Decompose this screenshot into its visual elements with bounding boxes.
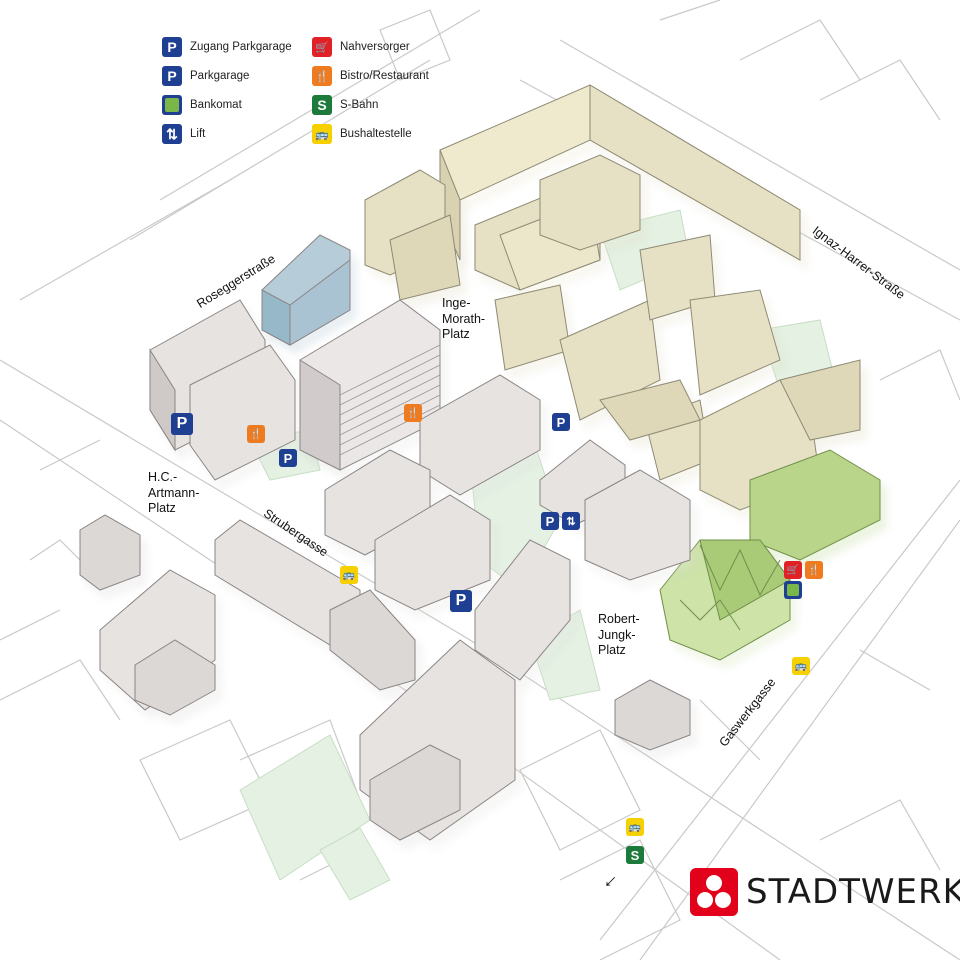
- parking-access-icon[interactable]: P: [541, 512, 559, 530]
- atm-icon[interactable]: [784, 581, 802, 599]
- legend-item-s-bahn: S S-Bahn: [312, 94, 378, 116]
- place-label-robert-jungk-platz: Robert- Jungk- Platz: [598, 612, 640, 658]
- stadtwerk-logo-mark-icon: [690, 868, 738, 916]
- parking-icon[interactable]: P: [171, 413, 193, 435]
- legend-item-bus: 🚌 Bushaltestelle: [312, 123, 412, 145]
- place-label-inge-morath-platz: Inge- Morath- Platz: [442, 296, 486, 342]
- bus-stop-icon[interactable]: 🚌: [626, 818, 644, 836]
- stadtwerk-logo-text: STADTWERK: [746, 872, 960, 912]
- restaurant-icon[interactable]: 🍴: [805, 561, 823, 579]
- parking-icon[interactable]: P: [450, 590, 472, 612]
- map-legend: P Zugang Parkgarage P Parkgarage Bankoma…: [162, 36, 462, 156]
- building-green: [659, 449, 881, 661]
- legend-label: Zugang Parkgarage: [190, 41, 292, 53]
- shopping-cart-icon[interactable]: 🛒: [784, 561, 802, 579]
- building-group-beige: [364, 84, 861, 511]
- place-label-hc-artmann-platz: H.C.- Artmann- Platz: [148, 470, 200, 516]
- shopping-cart-icon: 🛒: [312, 37, 332, 57]
- parking-access-icon: P: [162, 37, 182, 57]
- s-bahn-icon[interactable]: S: [626, 846, 644, 864]
- restaurant-icon[interactable]: 🍴: [247, 425, 265, 443]
- building-group-grey: [79, 234, 691, 841]
- bus-stop-icon[interactable]: 🚌: [792, 657, 810, 675]
- s-bahn-icon: S: [312, 95, 332, 115]
- legend-label: S-Bahn: [340, 99, 379, 111]
- legend-label: Bankomat: [190, 99, 242, 111]
- atm-icon: [162, 95, 182, 115]
- stadtwerk-logo: STADTWERK: [690, 868, 960, 916]
- legend-item-atm: Bankomat: [162, 94, 242, 116]
- bus-stop-icon: 🚌: [312, 124, 332, 144]
- restaurant-icon: 🍴: [312, 66, 332, 86]
- parking-access-icon[interactable]: P: [552, 413, 570, 431]
- parking-access-icon[interactable]: P: [279, 449, 297, 467]
- legend-item-restaurant: 🍴 Bistro/Restaurant: [312, 65, 429, 87]
- legend-label: Bistro/Restaurant: [340, 70, 429, 82]
- legend-label: Lift: [190, 128, 206, 140]
- lift-icon[interactable]: ⇅: [562, 512, 580, 530]
- lift-icon: ⇅: [162, 124, 182, 144]
- legend-label: Bushaltestelle: [340, 128, 412, 140]
- bus-stop-icon[interactable]: 🚌: [340, 566, 358, 584]
- legend-label: Parkgarage: [190, 70, 250, 82]
- parking-icon: P: [162, 66, 182, 86]
- legend-item-parking-access: P Zugang Parkgarage: [162, 36, 292, 58]
- legend-item-grocery: 🛒 Nahversorger: [312, 36, 410, 58]
- legend-item-lift: ⇅ Lift: [162, 123, 205, 145]
- legend-item-parking: P Parkgarage: [162, 65, 249, 87]
- legend-label: Nahversorger: [340, 41, 410, 53]
- restaurant-icon[interactable]: 🍴: [404, 404, 422, 422]
